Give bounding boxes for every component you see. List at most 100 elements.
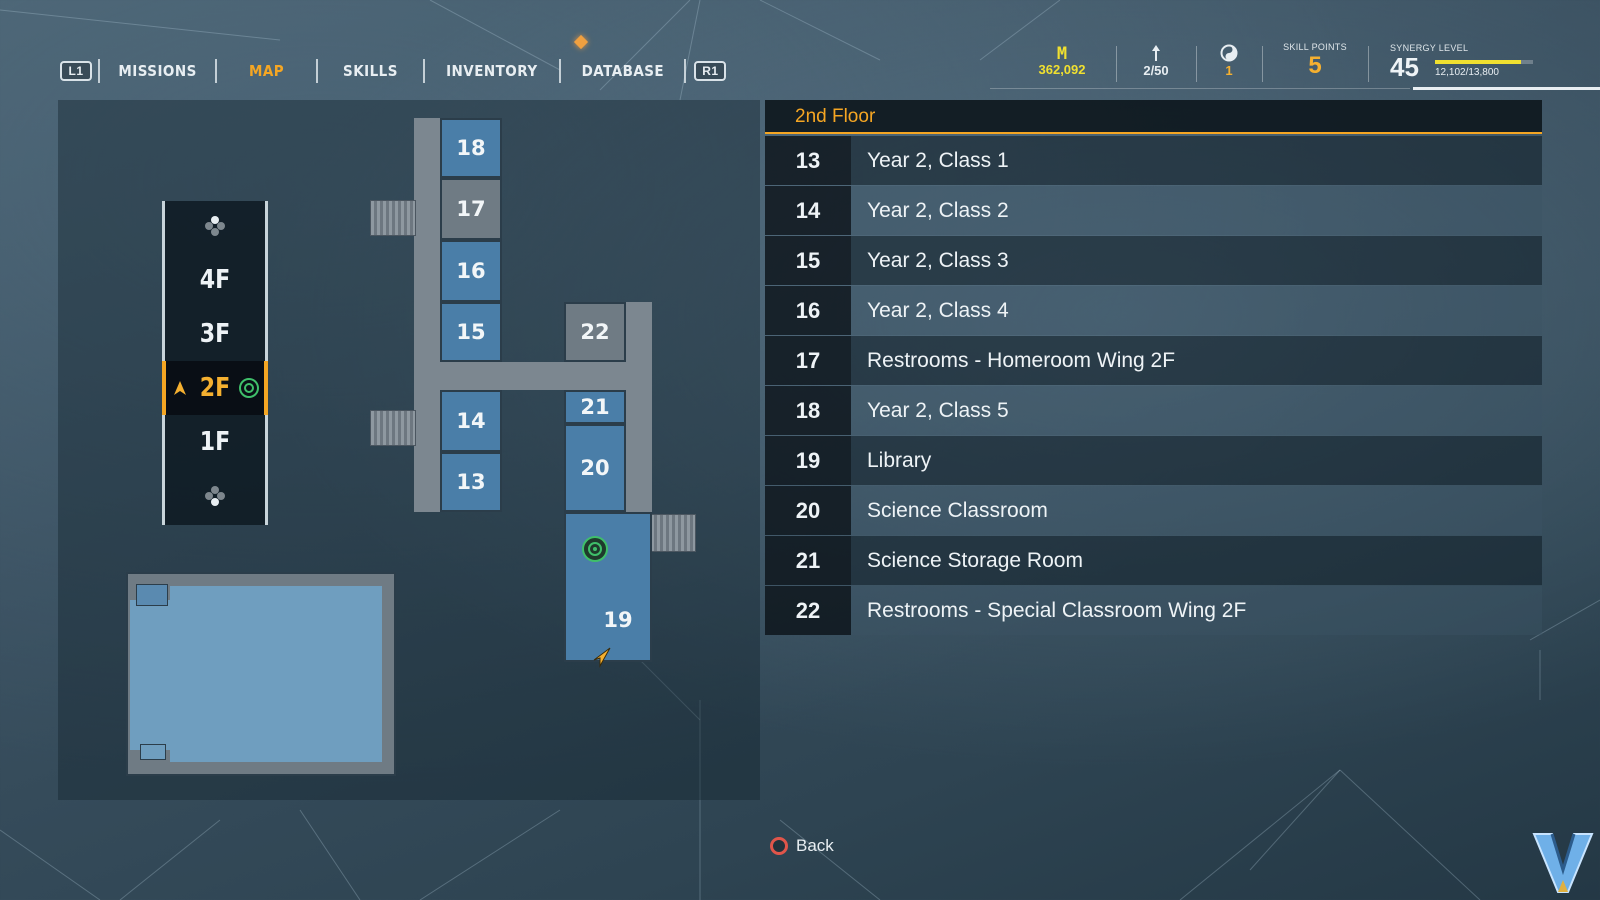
room-name: Science Classroom	[851, 486, 1542, 535]
money-stat: M 362,092	[1022, 44, 1102, 77]
dpad-up-icon	[205, 216, 225, 236]
database-alert-icon	[573, 34, 589, 50]
floor-selector: 4F 3F 2F 1F	[162, 201, 268, 525]
money-value: 362,092	[1038, 62, 1086, 77]
list-item[interactable]: 13 Year 2, Class 1	[765, 136, 1542, 185]
skill-points-label: SKILL POINTS	[1283, 42, 1347, 52]
map-room-13[interactable]: 13	[440, 452, 502, 512]
room-name: Year 2, Class 3	[851, 236, 1542, 285]
map-room-20[interactable]: 20	[564, 424, 626, 512]
room-number: 17	[765, 336, 851, 385]
room-name: Restrooms - Special Classroom Wing 2F	[851, 586, 1542, 635]
nav-divider	[684, 59, 687, 83]
synergy-label: SYNERGY LEVEL	[1390, 43, 1469, 53]
map-building-room	[140, 744, 166, 760]
floor-4f[interactable]: 4F	[165, 253, 265, 307]
stairs-east	[650, 514, 696, 552]
room-number: 15	[765, 236, 851, 285]
floor-label: 1F	[199, 427, 231, 457]
list-item[interactable]: 14 Year 2, Class 2	[765, 186, 1542, 235]
floor-up-control[interactable]	[165, 203, 265, 249]
list-header: 2nd Floor	[765, 100, 1542, 134]
token-count: 1	[1225, 63, 1233, 78]
room-name: Year 2, Class 1	[851, 136, 1542, 185]
money-icon: M	[1056, 44, 1068, 64]
room-number: 14	[765, 186, 851, 235]
nav-divider	[423, 59, 426, 83]
room-number: 19	[603, 608, 633, 632]
list-item[interactable]: 17 Restrooms - Homeroom Wing 2F	[765, 336, 1542, 385]
map-room-21[interactable]: 21	[564, 390, 626, 424]
stat-divider	[1262, 46, 1263, 82]
floor-label: 2F	[199, 373, 231, 403]
location-list: 2nd Floor 13 Year 2, Class 1 14 Year 2, …	[765, 100, 1542, 640]
nav-divider	[316, 59, 319, 83]
tab-inventory[interactable]: INVENTORY	[446, 62, 538, 80]
circle-button-icon	[770, 837, 788, 855]
map-room-15[interactable]: 15	[440, 302, 502, 362]
map-room-14[interactable]: 14	[440, 390, 502, 452]
floor-3f[interactable]: 3F	[165, 307, 265, 361]
token-stat: 1	[1212, 44, 1246, 78]
skill-points-value: 5	[1308, 52, 1322, 79]
stats-underline	[990, 88, 1410, 89]
synergy-progress-fill	[1435, 60, 1521, 64]
collectible-count: 2/50	[1143, 63, 1169, 78]
map-room-16[interactable]: 16	[440, 240, 502, 302]
tab-map[interactable]: MAP	[249, 62, 285, 80]
room-number: 21	[765, 536, 851, 585]
stairs-west-upper	[370, 200, 416, 236]
map-room-17[interactable]: 17	[440, 178, 502, 240]
map-room-22[interactable]: 22	[564, 302, 626, 362]
stat-divider	[1116, 46, 1117, 82]
map-room-18[interactable]: 18	[440, 118, 502, 178]
room-number: 19	[765, 436, 851, 485]
r1-button[interactable]: R1	[694, 61, 727, 81]
map-room-19[interactable]: 19	[564, 512, 652, 662]
objective-marker-icon[interactable]	[580, 534, 610, 564]
token-icon	[1220, 44, 1238, 62]
floor-label: 3F	[199, 319, 231, 349]
list-item[interactable]: 22 Restrooms - Special Classroom Wing 2F	[765, 586, 1542, 635]
floor-label: 4F	[199, 265, 231, 295]
nav-divider	[558, 59, 561, 83]
list-item[interactable]: 19 Library	[765, 436, 1542, 485]
room-number: 13	[765, 136, 851, 185]
collectible-pin-icon	[1152, 45, 1160, 61]
corridor-west	[414, 118, 442, 512]
corridor-link	[440, 362, 630, 390]
floor-1f[interactable]: 1F	[165, 415, 265, 469]
back-label: Back	[796, 836, 834, 855]
top-nav: L1 MISSIONS MAP SKILLS INVENTORY DATABAS…	[60, 56, 727, 86]
dpad-down-icon	[205, 486, 225, 506]
skill-points-stat: SKILL POINTS 5	[1278, 42, 1352, 80]
room-name: Science Storage Room	[851, 536, 1542, 585]
l1-button[interactable]: L1	[60, 61, 92, 81]
stat-divider	[1368, 46, 1369, 82]
list-item[interactable]: 16 Year 2, Class 4	[765, 286, 1542, 335]
floor-2f[interactable]: 2F	[162, 361, 268, 415]
tab-skills[interactable]: SKILLS	[343, 62, 399, 80]
room-name: Library	[851, 436, 1542, 485]
floor-down-control[interactable]	[165, 473, 265, 519]
room-name: Year 2, Class 4	[851, 286, 1542, 335]
map-building-wing	[130, 600, 170, 750]
nav-divider	[98, 59, 100, 83]
list-item[interactable]: 18 Year 2, Class 5	[765, 386, 1542, 435]
synergy-progress-bar	[1435, 60, 1533, 64]
list-item[interactable]: 20 Science Classroom	[765, 486, 1542, 535]
collectible-stat: 2/50	[1130, 44, 1182, 78]
stairs-west-lower	[370, 410, 416, 446]
room-number: 16	[765, 286, 851, 335]
synergy-xp: 12,102/13,800	[1435, 67, 1499, 78]
map-building-hall	[170, 586, 382, 762]
list-item[interactable]: 21 Science Storage Room	[765, 536, 1542, 585]
back-button[interactable]: Back	[770, 836, 834, 856]
tab-database[interactable]: DATABASE	[581, 62, 664, 80]
nav-divider	[215, 59, 218, 83]
list-item[interactable]: 15 Year 2, Class 3	[765, 236, 1542, 285]
tab-missions[interactable]: MISSIONS	[118, 62, 197, 80]
player-arrow-icon	[174, 381, 186, 395]
room-number: 18	[765, 386, 851, 435]
map-building-room	[136, 584, 168, 606]
